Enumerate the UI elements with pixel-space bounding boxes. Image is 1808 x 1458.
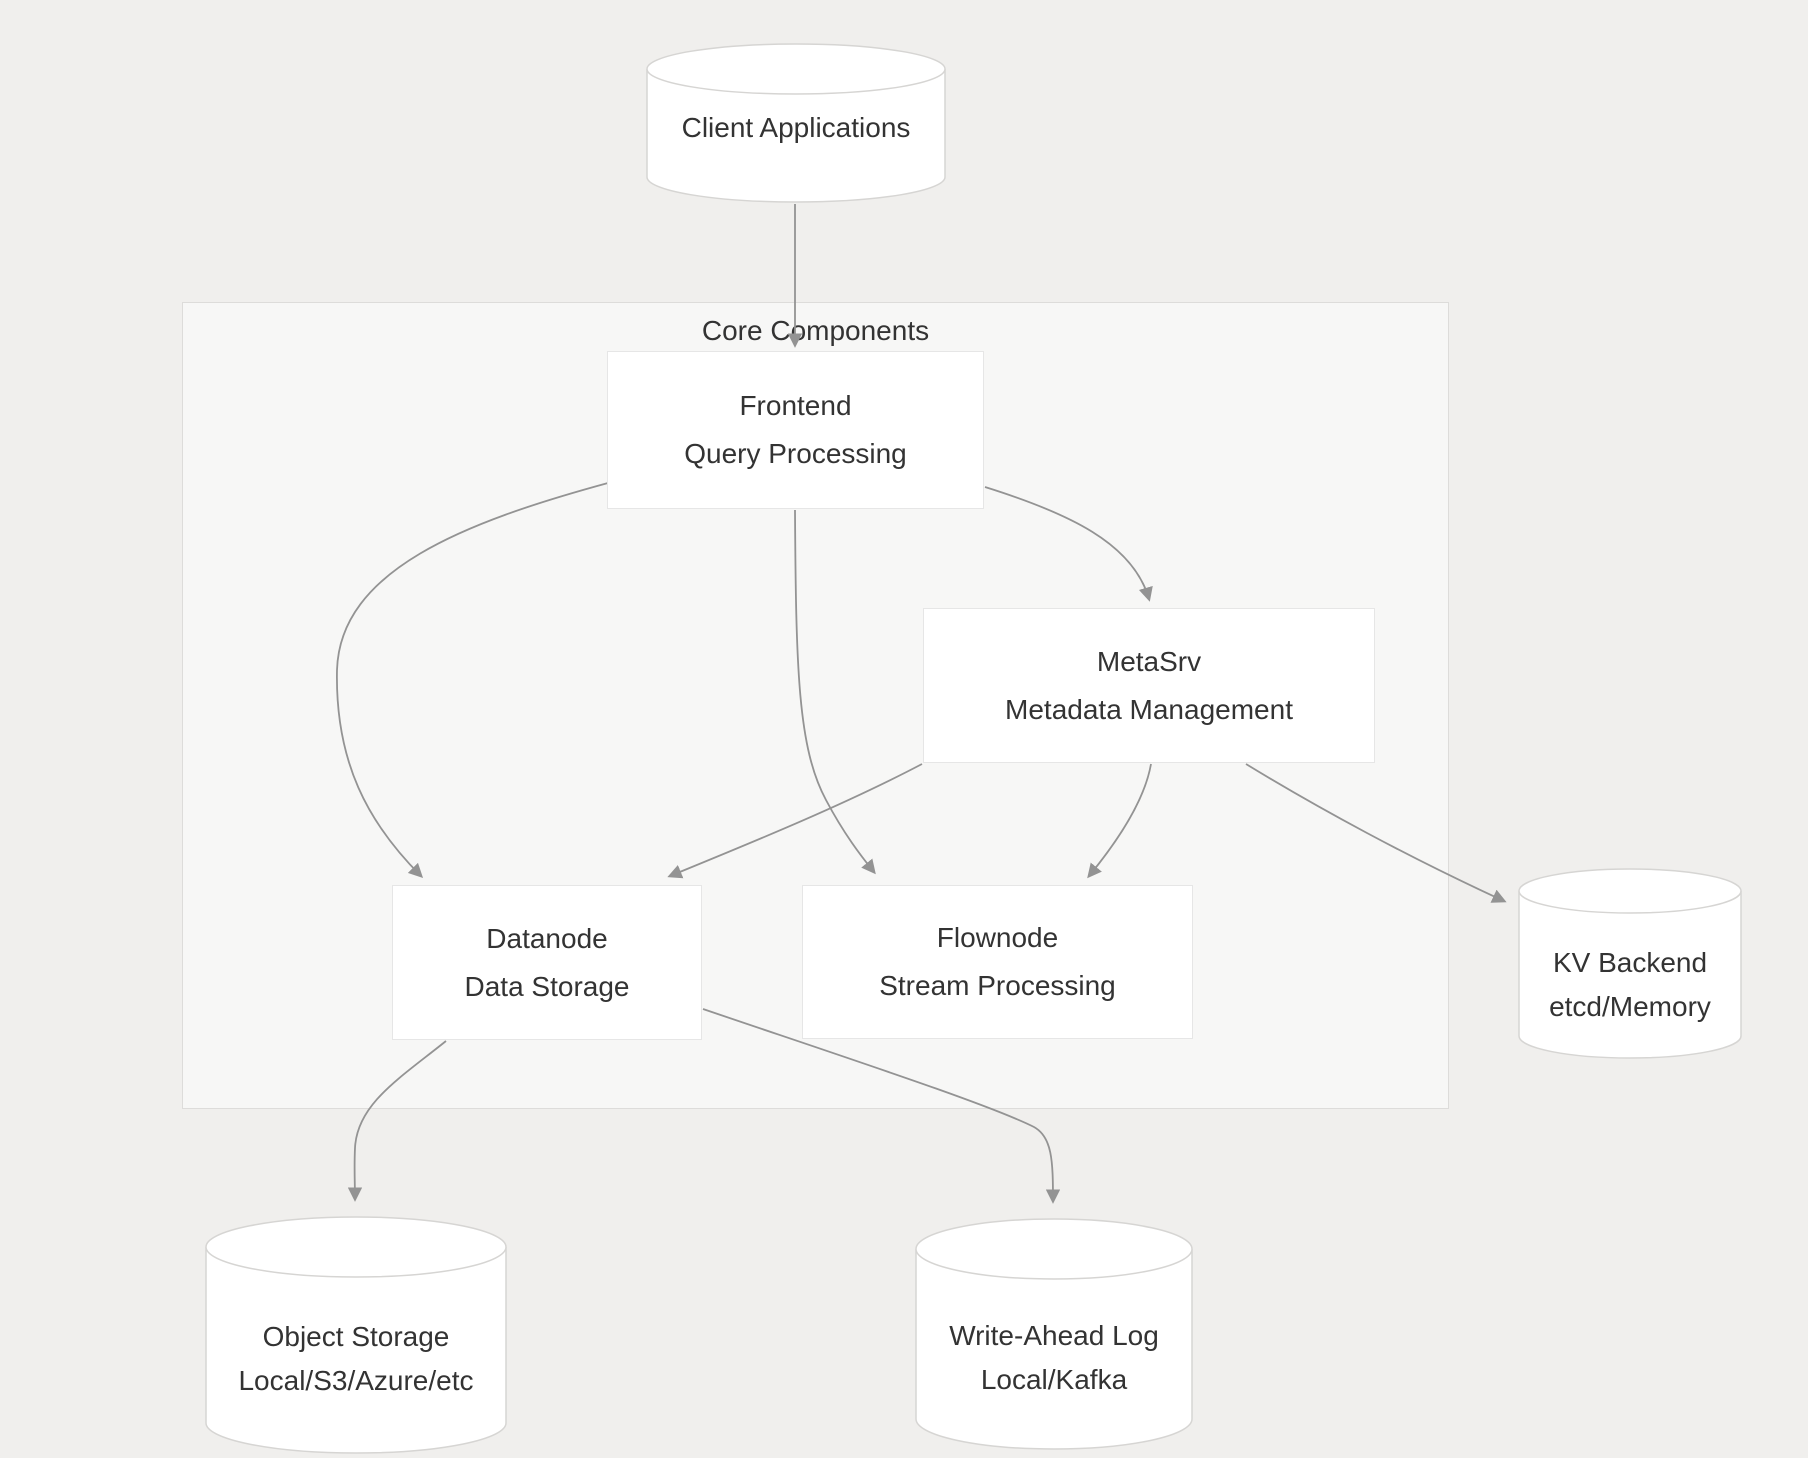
node-object-storage: Object Storage Local/S3/Azure/etc	[204, 1215, 508, 1455]
node-label: Datanode	[486, 922, 608, 954]
node-label: MetaSrv	[1096, 645, 1202, 677]
node-label: KV Backend	[1552, 946, 1708, 978]
node-sublabel: Stream Processing	[879, 970, 1116, 1001]
node-sublabel: Local/Kafka	[980, 1364, 1128, 1395]
node-label: Frontend	[739, 390, 852, 421]
node-datanode: Datanode Data Storage	[392, 885, 702, 1040]
node-sublabel: Query Processing	[684, 438, 907, 469]
node-frontend: Frontend Query Processing	[607, 351, 984, 509]
node-flownode: Flownode Stream Processing	[802, 885, 1193, 1039]
node-label: Client Applications	[681, 112, 911, 143]
node-sublabel: Metadata Management	[1005, 693, 1293, 725]
node-label: Flownode	[936, 922, 1059, 953]
node-sublabel: Data Storage	[464, 970, 630, 1002]
node-label: Object Storage	[262, 1321, 450, 1352]
cluster-title: Core Components	[701, 315, 930, 346]
node-sublabel: etcd/Memory	[1549, 990, 1711, 1022]
node-client-applications: Client Applications	[646, 43, 946, 203]
node-metasrv: MetaSrv Metadata Management	[923, 608, 1375, 763]
node-write-ahead-log: Write-Ahead Log Local/Kafka	[915, 1217, 1193, 1451]
node-kv-backend: KV Backend etcd/Memory	[1518, 867, 1742, 1060]
node-sublabel: Local/S3/Azure/etc	[238, 1365, 474, 1396]
node-label: Write-Ahead Log	[949, 1320, 1159, 1351]
